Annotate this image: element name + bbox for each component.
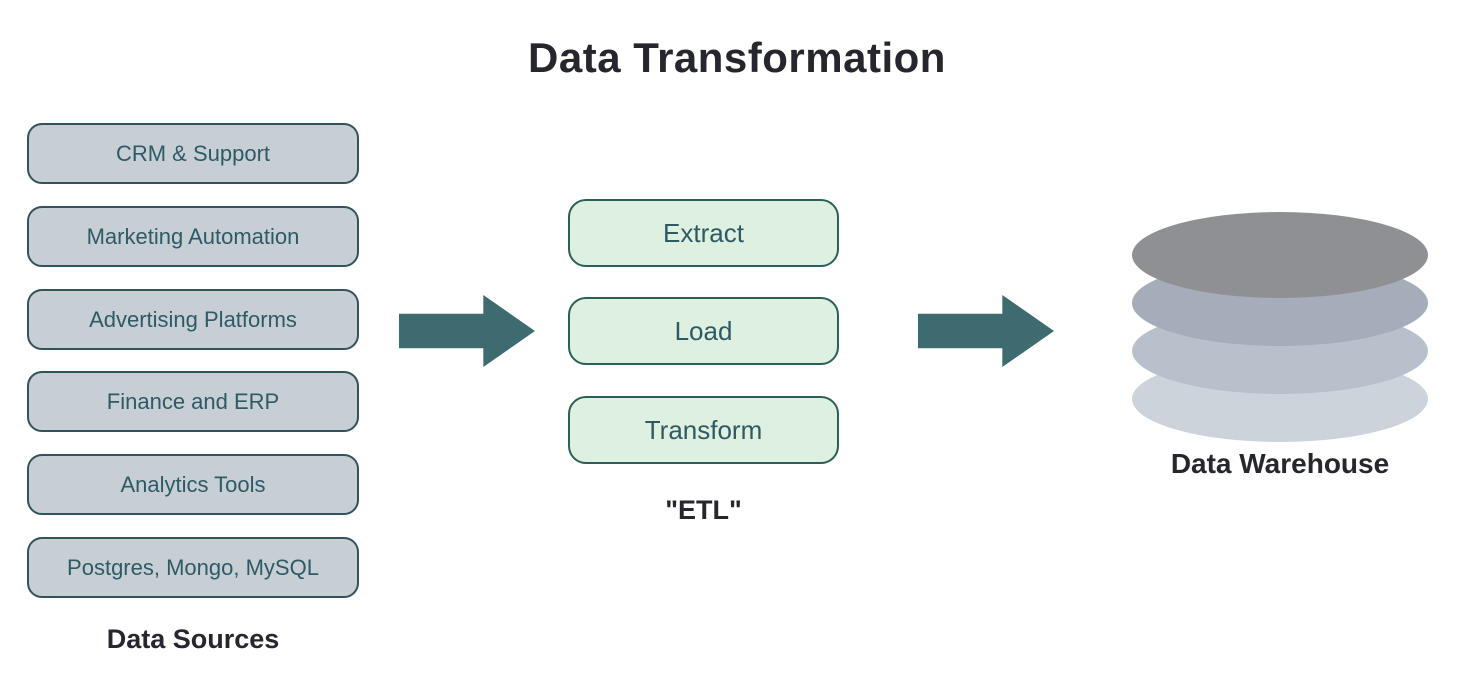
source-box-label: Marketing Automation (86, 223, 300, 249)
source-box-finance-erp: Finance and ERP (27, 371, 359, 432)
source-box-databases: Postgres, Mongo, MySQL (27, 537, 359, 598)
etl-box-load: Load (568, 297, 839, 365)
source-box-crm-support: CRM & Support (27, 123, 359, 184)
etl-step-label: Load (674, 315, 733, 346)
data-sources-caption: Data Sources (106, 624, 280, 654)
right-arrow-icon (918, 295, 1054, 367)
etl-box-extract: Extract (568, 199, 839, 267)
database-cylinder-icon (1132, 212, 1428, 442)
source-box-advertising-platforms: Advertising Platforms (27, 289, 359, 350)
right-arrow-icon (399, 295, 535, 367)
cylinder-layer-top (1132, 212, 1428, 298)
source-box-label: Finance and ERP (106, 388, 280, 414)
data-warehouse-caption: Data Warehouse (1170, 448, 1390, 479)
etl-step-label: Extract (663, 217, 744, 248)
etl-step-label: Transform (644, 414, 763, 445)
source-box-label: Advertising Platforms (89, 306, 297, 332)
source-box-label: Postgres, Mongo, MySQL (67, 554, 319, 580)
page-title: Data Transformation (528, 34, 946, 81)
source-box-analytics-tools: Analytics Tools (27, 454, 359, 515)
source-box-marketing-automation: Marketing Automation (27, 206, 359, 267)
source-box-label: CRM & Support (115, 140, 271, 166)
source-box-label: Analytics Tools (120, 471, 266, 497)
etl-caption: "ETL" (665, 495, 742, 525)
etl-box-transform: Transform (568, 396, 839, 464)
